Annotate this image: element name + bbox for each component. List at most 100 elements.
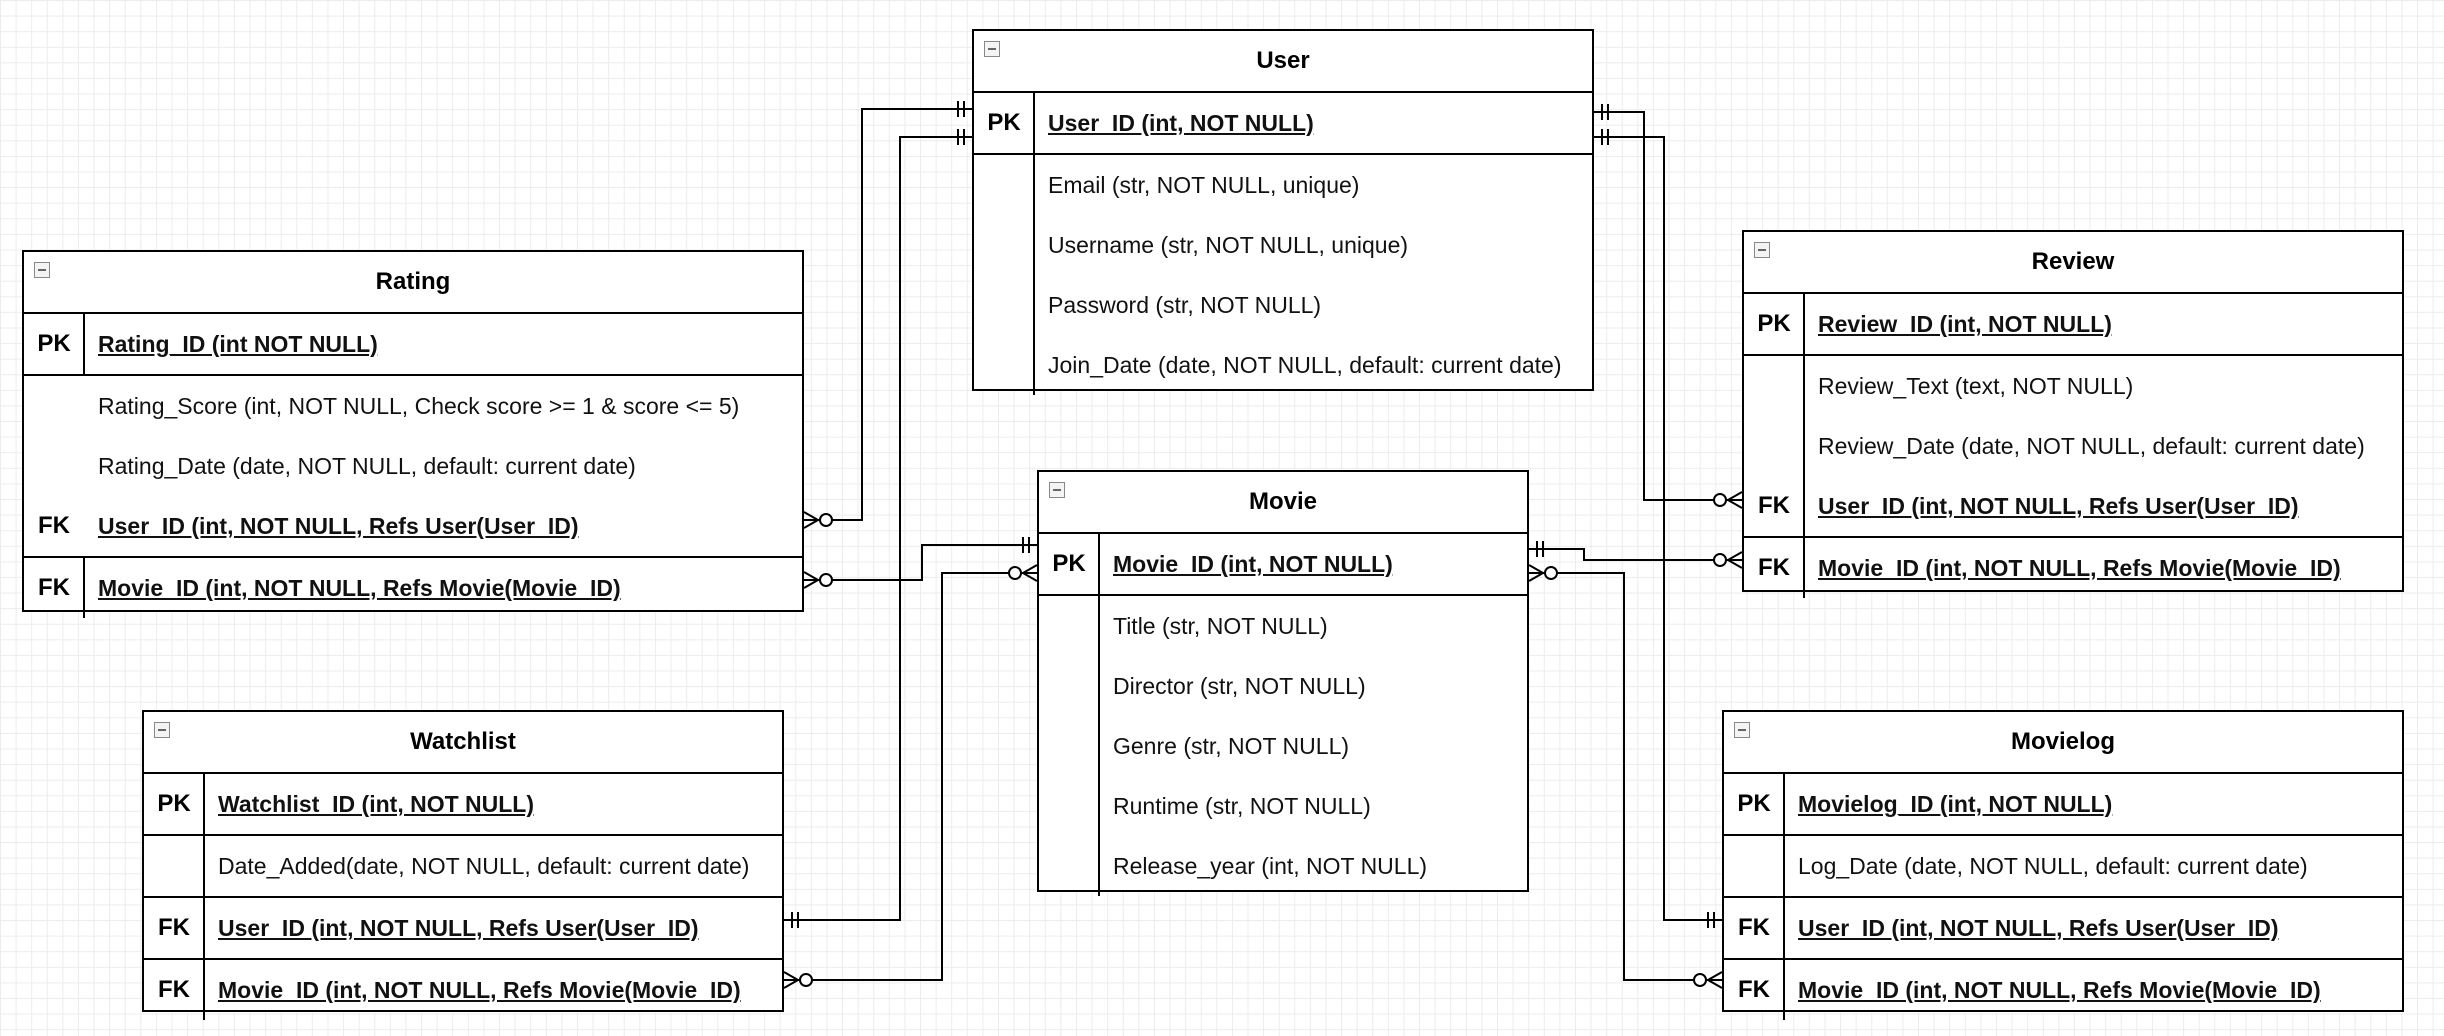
attribute: Password (str, NOT NULL) — [1048, 291, 1322, 318]
attribute-row[interactable]: Password (str, NOT NULL) — [974, 275, 1592, 335]
entity-movie[interactable]: Movie PK Movie_ID (int, NOT NULL) Title … — [1037, 470, 1529, 896]
collapse-icon[interactable] — [34, 262, 50, 278]
attribute: Release_year (int, NOT NULL) — [1113, 852, 1428, 879]
attribute: Review_Text (text, NOT NULL) — [1818, 372, 2134, 399]
entity-title-text: Rating — [375, 268, 451, 295]
collapse-icon[interactable] — [984, 41, 1000, 57]
pk-section: PK Movielog_ID (int, NOT NULL) — [1724, 774, 2402, 834]
attribute-row[interactable]: Log_Date (date, NOT NULL, default: curre… — [1724, 836, 2402, 896]
attribute-row[interactable]: Release_year (int, NOT NULL) — [1039, 836, 1527, 896]
fk-badge: FK — [1758, 492, 1790, 519]
fk-section: FK User_ID (int, NOT NULL, Refs User(Use… — [144, 896, 782, 958]
attribute-row[interactable]: Rating_Score (int, NOT NULL, Check score… — [24, 376, 802, 436]
collapse-icon[interactable] — [1754, 242, 1770, 258]
attribute: Date_Added(date, NOT NULL, default: curr… — [218, 852, 750, 879]
edge-user-review — [1594, 111, 1742, 501]
pk-badge: PK — [157, 790, 191, 817]
attribute-row[interactable]: Genre (str, NOT NULL) — [1039, 716, 1527, 776]
fk-row[interactable]: FK Movie_ID (int, NOT NULL, Refs Movie(M… — [144, 960, 782, 1020]
fk-badge: FK — [38, 512, 70, 539]
fk-section: FK Movie_ID (int, NOT NULL, Refs Movie(M… — [24, 556, 802, 618]
fk-attribute: Movie_ID (int, NOT NULL, Refs Movie(Movi… — [98, 574, 621, 601]
pk-row[interactable]: PK Movielog_ID (int, NOT NULL) — [1724, 774, 2402, 834]
zero-or-many-marker — [803, 571, 833, 589]
pk-section: PK Rating_ID (int NOT NULL) — [24, 314, 802, 374]
attribute: Rating_Date (date, NOT NULL, default: cu… — [98, 452, 636, 479]
pk-section: PK Review_ID (int, NOT NULL) — [1744, 294, 2402, 354]
attribute-row[interactable]: Date_Added(date, NOT NULL, default: curr… — [144, 836, 782, 896]
fk-attribute: User_ID (int, NOT NULL, Refs User(User_I… — [218, 914, 699, 941]
attribute-row[interactable]: Review_Date (date, NOT NULL, default: cu… — [1744, 416, 2402, 476]
pk-row[interactable]: PK Watchlist_ID (int, NOT NULL) — [144, 774, 782, 834]
pk-row[interactable]: PK User_ID (int, NOT NULL) — [974, 93, 1592, 153]
pk-row[interactable]: PK Review_ID (int, NOT NULL) — [1744, 294, 2402, 354]
entity-title-text: Review — [2031, 248, 2115, 275]
fk-section: FK Movie_ID (int, NOT NULL, Refs Movie(M… — [1724, 958, 2402, 1020]
zero-or-many-marker — [1528, 564, 1558, 582]
entity-title-text: Watchlist — [410, 728, 516, 755]
fk-attribute: User_ID (int, NOT NULL, Refs User(User_I… — [98, 512, 579, 539]
entity-review[interactable]: Review PK Review_ID (int, NOT NULL) Revi… — [1742, 230, 2404, 598]
fk-section: FK Movie_ID (int, NOT NULL, Refs Movie(M… — [144, 958, 782, 1020]
entity-user[interactable]: User PK User_ID (int, NOT NULL) Email (s… — [972, 29, 1594, 395]
pk-badge: PK — [37, 330, 71, 357]
fk-attribute: Movie_ID (int, NOT NULL, Refs Movie(Movi… — [1798, 976, 2321, 1003]
zero-or-many-marker — [1713, 551, 1743, 569]
fk-badge: FK — [38, 574, 70, 601]
fk-row[interactable]: FK User_ID (int, NOT NULL, Refs User(Use… — [1724, 898, 2402, 958]
attribute-row[interactable]: Email (str, NOT NULL, unique) — [974, 155, 1592, 215]
fk-row[interactable]: FK User_ID (int, NOT NULL, Refs User(Use… — [24, 496, 802, 556]
attribute-row[interactable]: Review_Text (text, NOT NULL) — [1744, 356, 2402, 416]
pk-badge: PK — [987, 109, 1021, 136]
fk-badge: FK — [1738, 914, 1770, 941]
attribute: Join_Date (date, NOT NULL, default: curr… — [1048, 351, 1562, 378]
fk-row[interactable]: FK Movie_ID (int, NOT NULL, Refs Movie(M… — [1724, 960, 2402, 1020]
pk-row[interactable]: PK Rating_ID (int NOT NULL) — [24, 314, 802, 374]
attribute: Rating_Score (int, NOT NULL, Check score… — [98, 392, 740, 419]
zero-or-many-marker — [1693, 971, 1723, 989]
attribute-row[interactable]: Title (str, NOT NULL) — [1039, 596, 1527, 656]
pk-row[interactable]: PK Movie_ID (int, NOT NULL) — [1039, 534, 1527, 594]
fk-row[interactable]: FK User_ID (int, NOT NULL, Refs User(Use… — [1744, 476, 2402, 536]
attribute-row[interactable]: Join_Date (date, NOT NULL, default: curr… — [974, 335, 1592, 395]
fk-attribute: Movie_ID (int, NOT NULL, Refs Movie(Movi… — [1818, 554, 2341, 581]
collapse-icon[interactable] — [1734, 722, 1750, 738]
attribute-row[interactable]: Username (str, NOT NULL, unique) — [974, 215, 1592, 275]
entity-title: Watchlist — [144, 712, 782, 774]
entity-title-text: Movie — [1248, 488, 1317, 515]
entity-watchlist[interactable]: Watchlist PK Watchlist_ID (int, NOT NULL… — [142, 710, 784, 1020]
pk-section: PK User_ID (int, NOT NULL) — [974, 93, 1592, 153]
attribute-row[interactable]: Director (str, NOT NULL) — [1039, 656, 1527, 716]
attribute: Log_Date (date, NOT NULL, default: curre… — [1798, 852, 2308, 879]
attribute: Username (str, NOT NULL, unique) — [1048, 231, 1409, 258]
pk-badge: PK — [1757, 310, 1791, 337]
collapse-icon[interactable] — [154, 722, 170, 738]
attribute-row[interactable]: Rating_Date (date, NOT NULL, default: cu… — [24, 436, 802, 496]
entity-rating[interactable]: Rating PK Rating_ID (int NOT NULL) Ratin… — [22, 250, 804, 618]
fk-row[interactable]: FK Movie_ID (int, NOT NULL, Refs Movie(M… — [24, 558, 802, 618]
pk-attribute: Movielog_ID (int, NOT NULL) — [1798, 790, 2113, 817]
attribute-section: Title (str, NOT NULL) Director (str, NOT… — [1039, 594, 1527, 896]
entity-title: User — [974, 31, 1592, 93]
entity-title: Rating — [24, 252, 802, 314]
fk-row[interactable]: FK Movie_ID (int, NOT NULL, Refs Movie(M… — [1744, 538, 2402, 598]
attribute: Genre (str, NOT NULL) — [1113, 732, 1350, 759]
edge-user-watchlist — [784, 136, 972, 921]
fk-attribute: User_ID (int, NOT NULL, Refs User(User_I… — [1798, 914, 2279, 941]
attribute: Email (str, NOT NULL, unique) — [1048, 171, 1360, 198]
attribute-row[interactable]: Runtime (str, NOT NULL) — [1039, 776, 1527, 836]
pk-badge: PK — [1052, 550, 1086, 577]
entity-movielog[interactable]: Movielog PK Movielog_ID (int, NOT NULL) … — [1722, 710, 2404, 1020]
collapse-icon[interactable] — [1049, 482, 1065, 498]
fk-badge: FK — [1738, 976, 1770, 1003]
pk-section: PK Watchlist_ID (int, NOT NULL) — [144, 774, 782, 834]
pk-badge: PK — [1737, 790, 1771, 817]
fk-row[interactable]: FK User_ID (int, NOT NULL, Refs User(Use… — [144, 898, 782, 958]
fk-section: FK User_ID (int, NOT NULL, Refs User(Use… — [1724, 896, 2402, 958]
entity-title: Review — [1744, 232, 2402, 294]
edge-movie-watchlist — [784, 572, 1037, 981]
pk-section: PK Movie_ID (int, NOT NULL) — [1039, 534, 1527, 594]
fk-badge: FK — [1758, 554, 1790, 581]
attribute-section: Log_Date (date, NOT NULL, default: curre… — [1724, 834, 2402, 896]
